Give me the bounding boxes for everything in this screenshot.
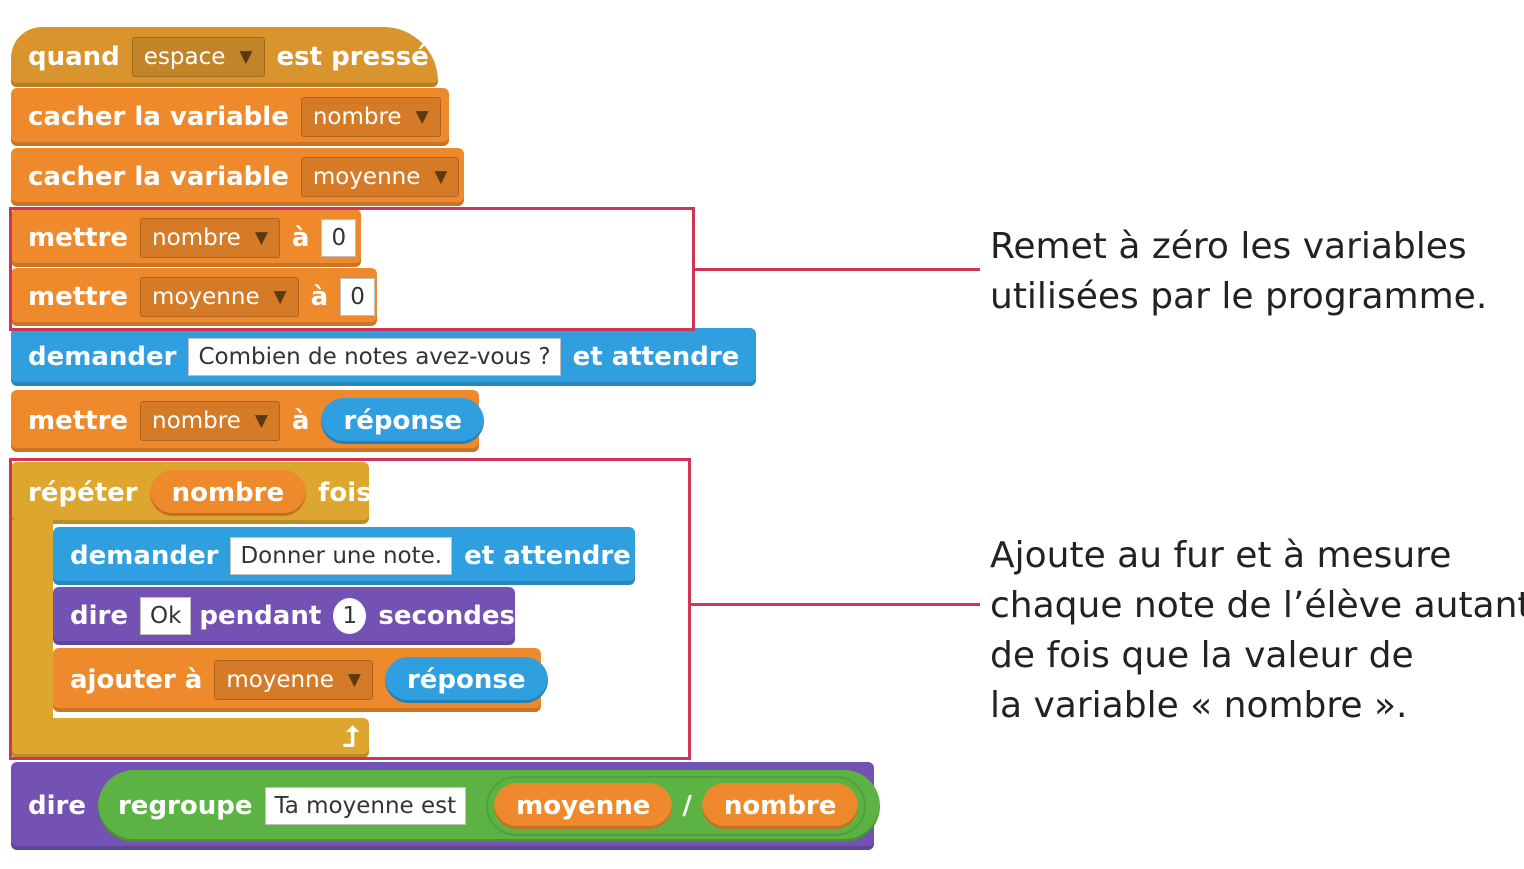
seconds-input[interactable]: 1	[333, 598, 367, 634]
regroupe-label: regroupe	[117, 791, 253, 821]
dropdown-arrow-icon: ▼	[239, 47, 253, 67]
dropdown-arrow-icon: ▼	[415, 107, 429, 127]
hide-variable-block[interactable]: cacher la variable nombre ▼	[11, 88, 449, 146]
join-reporter[interactable]: regroupe Ta moyenne est moyenne / nombre	[97, 770, 881, 842]
repeat-block-side	[11, 520, 53, 726]
annotation-loop: Ajoute au fur et à mesure chaque note de…	[990, 535, 1524, 726]
variable-value: nombre	[152, 225, 241, 251]
when-key-pressed-block[interactable]: quand espace ▼ est pressé	[11, 27, 438, 87]
set-variable-block[interactable]: mettre moyenne ▼ à 0	[11, 268, 377, 326]
join-text-input[interactable]: Ta moyenne est	[264, 787, 467, 825]
annotation-reset: Remet à zéro les variables utilisées par…	[990, 226, 1488, 317]
variable-dropdown[interactable]: moyenne ▼	[140, 277, 299, 317]
divide-reporter[interactable]: moyenne / nombre	[486, 776, 867, 836]
nombre-reporter[interactable]: nombre	[701, 783, 859, 829]
set-variable-block[interactable]: mettre nombre ▼ à 0	[11, 209, 361, 267]
variable-dropdown[interactable]: nombre ▼	[140, 401, 280, 441]
message-input[interactable]: Ok	[139, 597, 192, 635]
a-label: à	[291, 223, 310, 253]
answer-reporter[interactable]: réponse	[384, 657, 548, 703]
variable-value: moyenne	[312, 164, 421, 190]
mettre-label: mettre	[28, 223, 129, 253]
variable-dropdown[interactable]: nombre ▼	[300, 97, 441, 137]
dropdown-arrow-icon: ▼	[347, 670, 361, 690]
answer-reporter[interactable]: réponse	[321, 398, 484, 444]
hide-variable-label: cacher la variable	[28, 102, 289, 132]
value-input[interactable]: 0	[321, 219, 357, 257]
est-presse-label: est pressé	[276, 42, 429, 72]
moyenne-reporter[interactable]: moyenne	[494, 783, 673, 829]
list-dropdown[interactable]: moyenne ▼	[214, 660, 373, 700]
annotation-leader-line	[695, 268, 980, 271]
question-input[interactable]: Combien de notes avez-vous ?	[188, 338, 561, 376]
demander-label: demander	[28, 342, 177, 372]
pendant-label: pendant	[199, 601, 322, 631]
a-label: à	[291, 406, 310, 436]
hide-variable-label: cacher la variable	[28, 162, 289, 192]
demander-label: demander	[70, 541, 219, 571]
mettre-label: mettre	[28, 282, 129, 312]
variable-dropdown[interactable]: moyenne ▼	[300, 157, 460, 197]
dropdown-arrow-icon: ▼	[254, 411, 268, 431]
repeat-loop-frame	[9, 458, 691, 760]
dire-label: dire	[28, 791, 86, 821]
list-value: moyenne	[226, 667, 334, 693]
repeter-label: répéter	[28, 478, 138, 508]
value-input[interactable]: 0	[340, 278, 375, 316]
quand-label: quand	[28, 42, 120, 72]
variable-value: moyenne	[152, 284, 260, 310]
repeat-block[interactable]: répéter nombre fois	[11, 462, 372, 524]
variable-dropdown[interactable]: nombre ▼	[140, 218, 280, 258]
key-value: espace	[143, 44, 226, 70]
fois-label: fois	[318, 478, 372, 508]
et-attendre-label: et attendre	[464, 541, 631, 571]
add-to-list-block[interactable]: ajouter à moyenne ▼ réponse	[53, 648, 548, 712]
variable-value: nombre	[312, 104, 402, 130]
question-input[interactable]: Donner une note.	[230, 537, 453, 575]
loop-arrow-icon: ⮥	[342, 720, 359, 753]
set-variable-block[interactable]: mettre nombre ▼ à réponse	[11, 390, 484, 452]
hide-variable-block[interactable]: cacher la variable moyenne ▼	[11, 148, 464, 206]
variable-value: nombre	[152, 408, 241, 434]
et-attendre-label: et attendre	[572, 342, 740, 372]
say-block[interactable]: dire regroupe Ta moyenne est moyenne / n…	[11, 762, 881, 850]
dropdown-arrow-icon: ▼	[254, 228, 268, 248]
dropdown-arrow-icon: ▼	[273, 287, 287, 307]
ask-and-wait-block[interactable]: demander Donner une note. et attendre	[53, 527, 635, 585]
repeat-block-bottom: ⮥	[11, 718, 369, 758]
reset-variables-frame	[9, 207, 695, 331]
secondes-label: secondes	[378, 601, 515, 631]
nombre-reporter[interactable]: nombre	[149, 470, 307, 516]
mettre-label: mettre	[28, 406, 129, 436]
ajouter-label: ajouter à	[70, 665, 203, 695]
dropdown-arrow-icon: ▼	[434, 167, 448, 187]
dire-label: dire	[70, 601, 128, 631]
key-dropdown[interactable]: espace ▼	[131, 37, 265, 77]
divide-operator: /	[682, 791, 692, 821]
annotation-leader-line	[691, 603, 980, 606]
say-for-secs-block[interactable]: dire Ok pendant 1 secondes	[53, 587, 515, 645]
a-label: à	[310, 282, 329, 312]
ask-and-wait-block[interactable]: demander Combien de notes avez-vous ? et…	[11, 328, 756, 386]
